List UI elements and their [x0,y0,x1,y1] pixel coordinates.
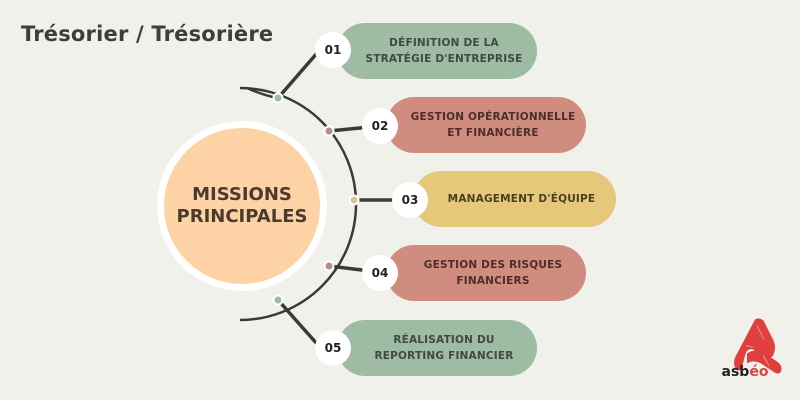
mission-number-05: 05 [315,330,351,366]
dot-01 [274,94,282,102]
dot-05 [274,296,282,304]
dot-03 [350,196,358,204]
asbeo-logo-icon [734,318,782,374]
mission-pill-01: DÉFINITION DE LA STRATÉGIE D'ENTREPRISE [337,23,537,79]
dot-04 [325,262,333,270]
page-title: Trésorier / Trésorière [21,22,274,46]
mission-pill-03: MANAGEMENT D'ÉQUIPE [413,171,616,227]
mission-pill-05: RÉALISATION DU REPORTING FINANCIER [337,320,537,376]
dot-02 [325,127,333,135]
asbeo-logo-text: asbéo [721,364,769,380]
mission-number-03: 03 [392,182,428,218]
center-circle-fill: MISSIONS PRINCIPALES [164,128,320,284]
center-circle: MISSIONS PRINCIPALES [157,121,327,291]
mission-number-02: 02 [362,108,398,144]
mission-number-04: 04 [362,255,398,291]
mission-number-01: 01 [315,32,351,68]
center-label: MISSIONS PRINCIPALES [176,184,308,227]
mission-pill-04: GESTION DES RISQUES FINANCIERS [386,245,586,301]
mission-pill-02: GESTION OPÉRATIONNELLE ET FINANCIÈRE [386,97,586,153]
